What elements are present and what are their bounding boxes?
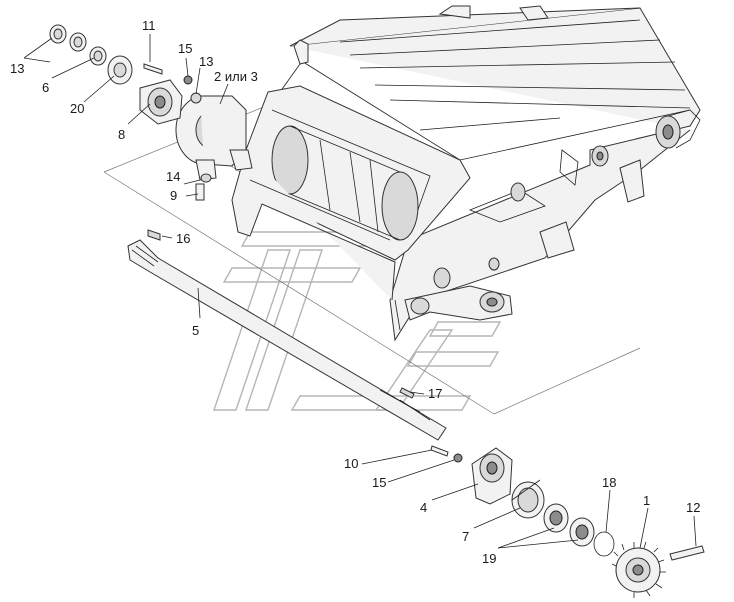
callout-5: 5	[192, 323, 199, 338]
callout-19: 19	[482, 551, 496, 566]
part-4-hub	[471, 447, 513, 505]
callout-10: 10	[344, 456, 358, 471]
bracket-right	[619, 159, 645, 203]
callout-11: 11	[142, 18, 156, 33]
callout-labels: 13 6 20 8 11 15 13 2 или 3 14 9 16 5 17 …	[10, 18, 700, 566]
callout-17: 17	[428, 386, 442, 401]
callout-7: 7	[462, 529, 469, 544]
callout-16: 16	[176, 231, 190, 246]
part-10-pin	[430, 445, 449, 457]
callout-2-or-3: 2 или 3	[214, 69, 258, 84]
header-frame	[231, 5, 701, 342]
callout-20: 20	[70, 101, 84, 116]
drum-end-right	[381, 171, 419, 241]
bracket-lower	[539, 221, 575, 259]
part-15-washer	[453, 453, 463, 463]
part-7-bushing	[511, 479, 545, 519]
part-6-ring	[89, 46, 107, 66]
callout-13-upper: 13	[199, 54, 213, 69]
part-14-rings	[49, 24, 87, 52]
leader-lines	[23, 34, 697, 549]
part-9-small-bolt	[195, 183, 205, 201]
callout-8: 8	[118, 127, 125, 142]
callout-15-lower: 15	[372, 475, 386, 490]
part-16-key	[147, 229, 161, 241]
part-19-bearings	[543, 503, 595, 547]
callout-18: 18	[602, 475, 616, 490]
part-18-snap-ring	[593, 531, 615, 557]
callout-4: 4	[420, 500, 427, 515]
callout-12: 12	[686, 500, 700, 515]
callout-9: 9	[170, 188, 177, 203]
part-12-bolt	[669, 545, 705, 561]
callout-1: 1	[643, 493, 650, 508]
part-1-sprocket	[611, 541, 666, 598]
part-8-flange	[139, 79, 183, 125]
part-11-bolt	[143, 63, 163, 75]
part-2-or-3-housing	[175, 95, 253, 181]
callout-14: 13	[10, 61, 24, 76]
callout-15-upper: 15	[178, 41, 192, 56]
part-13-15-nut-washer	[183, 75, 212, 183]
callout-13-lower: 14	[166, 169, 180, 184]
callout-6: 6	[42, 80, 49, 95]
part-5-shaft	[127, 239, 447, 441]
part-20-bearing	[107, 55, 133, 85]
